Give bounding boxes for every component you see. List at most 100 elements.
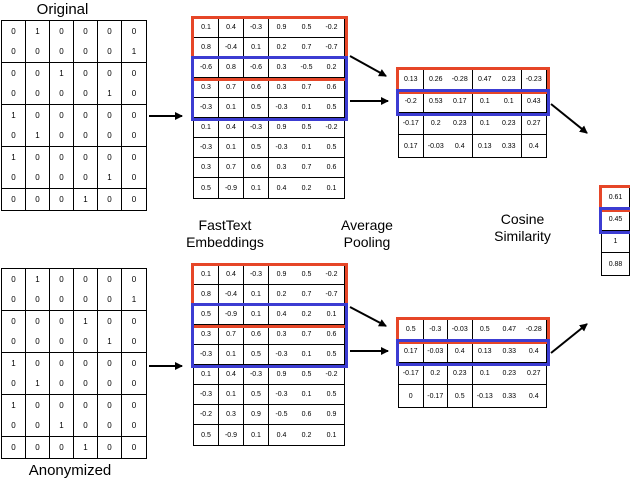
matrix-cell: 0 [74, 126, 98, 146]
matrix-cell: 0 [50, 189, 74, 210]
average-pooling-label: Average Pooling [310, 217, 424, 251]
matrix-cell: 0 [2, 42, 26, 62]
matrix-cell: 0 [131, 110, 137, 120]
matrix-cell: 0 [74, 395, 98, 416]
matrix-cell: 0.26 [428, 76, 443, 83]
matrix-cell: -0.3 [275, 104, 288, 111]
matrix-cell: 0.7 [301, 84, 312, 91]
matrix-cell: 0 [26, 332, 50, 352]
matrix-cell: 0 [50, 437, 74, 458]
matrix-cell: -0.4 [219, 285, 244, 304]
matrix-cell: 0.2 [301, 311, 312, 318]
matrix-cell: 0.2 [301, 431, 312, 439]
matrix-cell: -0.03 [448, 319, 473, 340]
matrix-cell: -0.9 [219, 305, 244, 324]
arrow-bottom-red-window-to-pooling [349, 306, 387, 327]
matrix-cell: 0 [74, 168, 98, 188]
matrix-cell: 0.2 [301, 184, 312, 192]
matrix-cell: 0 [131, 379, 137, 388]
matrix-cell: 1 [26, 269, 50, 290]
matrix-cell: 0 [26, 63, 50, 84]
matrix-cell: 0.1 [244, 305, 269, 324]
matrix-cell: 0 [2, 416, 26, 436]
matrix-cell: 0.7 [301, 44, 312, 51]
matrix-cell: 0.4 [219, 265, 244, 284]
matrix-cell: 0.1 [194, 18, 219, 37]
original-label: Original [36, 1, 89, 18]
matrix-cell: 0.4 [276, 431, 287, 439]
matrix-cell: 0 [131, 68, 137, 78]
matrix-cell: 0 [50, 21, 74, 42]
matrix-cell: 0 [50, 290, 74, 310]
matrix-cell: 0 [131, 421, 137, 430]
matrix-cell: 0 [98, 42, 122, 62]
matrix-cell: 0 [98, 269, 122, 290]
matrix-cell: 0.5 [399, 319, 424, 340]
matrix-cell: 0 [131, 400, 137, 410]
matrix-cell: 0.1 [194, 118, 219, 137]
matrix-cell: 0.17 [399, 135, 424, 157]
matrix-cell: 0 [2, 84, 26, 104]
matrix-cell: 0 [131, 194, 137, 204]
matrix-cell: 0.47 [477, 76, 492, 83]
matrix-cell: 0 [2, 290, 26, 310]
matrix-cell: -0.3 [275, 351, 288, 358]
matrix-cell: 0 [26, 189, 50, 210]
matrix-cell: 0.23 [448, 363, 473, 384]
matrix-cell: 0 [2, 437, 26, 458]
matrix-cell: 0.3 [276, 64, 287, 71]
matrix-cell: 0.23 [502, 370, 517, 377]
matrix-cell: 0.4 [219, 118, 244, 137]
matrix-cell: 0 [131, 274, 137, 284]
matrix-cell: 0.6 [244, 78, 269, 97]
matrix-cell: 0.1 [219, 138, 244, 157]
matrix-cell: 0.8 [194, 285, 219, 304]
matrix-cell: 0.2 [424, 363, 448, 384]
matrix-cell: 0.3 [219, 405, 244, 424]
matrix-cell: 0.1 [301, 391, 312, 398]
matrix-cell: 0.1 [244, 285, 269, 304]
matrix-cell: 1 [131, 47, 137, 56]
matrix-cell: 1 [131, 295, 137, 304]
arrow-top-red-window-to-pooling [349, 55, 387, 77]
anonymized-label: Anonymized [28, 462, 112, 479]
matrix-cell: 0.9 [244, 405, 269, 424]
matrix-cell: 0.5 [326, 391, 337, 398]
matrix-cell: -0.6 [194, 58, 219, 77]
pooling-label-line1: Average [341, 217, 393, 233]
matrix-cell: 0.23 [497, 69, 522, 90]
matrix-cell: 0.2 [430, 120, 441, 127]
matrix-cell: 1 [2, 395, 26, 416]
matrix-cell: 1 [98, 168, 122, 188]
matrix-cell: 0.5 [301, 24, 312, 31]
arrow-bottom-pooling-to-cosine [550, 323, 588, 354]
matrix-cell: 0.17 [399, 341, 424, 362]
matrix-cell: 0.33 [502, 348, 517, 355]
matrix-cell: 0.9 [276, 271, 287, 278]
matrix-cell: 0.1 [497, 91, 522, 112]
matrix-cell: 0 [50, 42, 74, 62]
matrix-cell: 0 [74, 416, 98, 436]
matrix-cell: 0.7 [301, 164, 312, 171]
matrix-cell: 1 [50, 63, 74, 84]
matrix-cell: 0 [98, 126, 122, 146]
matrix-cell: 0.4 [276, 184, 287, 192]
matrix-cell: 0 [26, 437, 50, 458]
